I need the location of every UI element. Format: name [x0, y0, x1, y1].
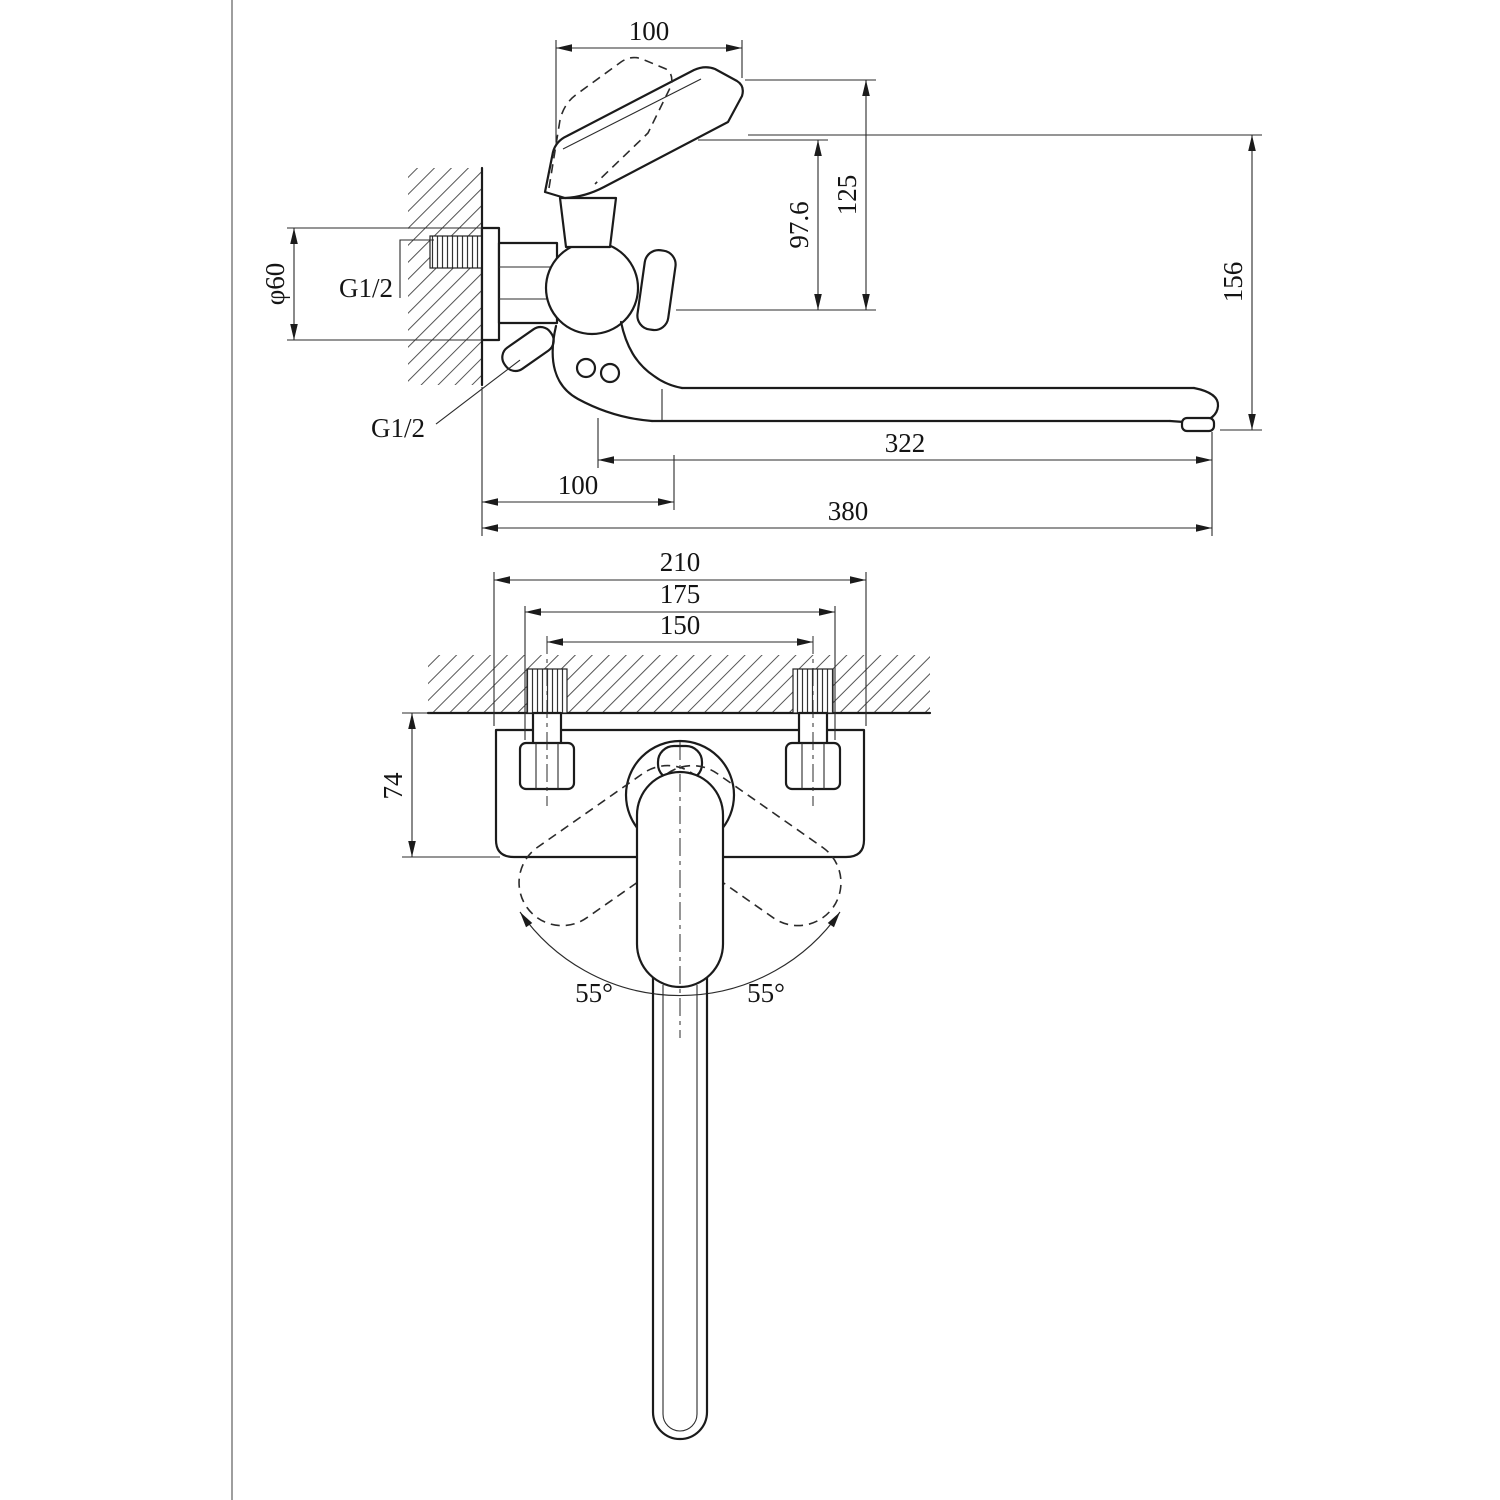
inlet-thread-side: [429, 235, 483, 269]
dim-label-overall-height: 156: [1218, 262, 1248, 303]
dim-label-wall-offset: 100: [558, 470, 599, 500]
dim-label-handle-length: 100: [629, 16, 670, 46]
spout-outlet: [1180, 416, 1216, 433]
wall-hatch-side: [408, 168, 482, 385]
valve-body: [544, 240, 640, 336]
swivel-ring: [575, 357, 597, 379]
inlet-neck-right: [797, 711, 829, 747]
swing-arc: [519, 911, 841, 996]
diverter-knob: [501, 325, 555, 373]
front-view: 55° 55° 210 175 150 74: [378, 547, 932, 1441]
dim-label-overall-reach: 380: [828, 496, 869, 526]
dim-label-spout-reach: 322: [885, 428, 926, 458]
dim-label-overall-width: 210: [660, 547, 701, 577]
swivel-ring: [599, 362, 621, 384]
spout-side: [551, 320, 1220, 433]
spout-front: [651, 970, 709, 1441]
dim-label-escutcheon-diameter: φ60: [260, 263, 290, 306]
wall-hatch-front: [428, 655, 930, 713]
label-outlet-thread: G1/2: [371, 413, 425, 443]
side-view: 100 97.6 125 156 φ60 G1/2: [260, 16, 1262, 536]
dim-label-inlet-spacing: 150: [660, 610, 701, 640]
body-neck: [558, 196, 618, 249]
dim-label-body-height: 97.6: [784, 201, 814, 248]
dim-label-nut-span: 175: [660, 579, 701, 609]
angle-label-right: 55°: [747, 978, 785, 1008]
escutcheon-flange: [480, 226, 501, 342]
dim-label-handle-height: 125: [832, 175, 862, 216]
side-dimensions: 100 97.6 125 156 φ60 G1/2: [260, 16, 1262, 536]
dim-label-body-depth: 74: [378, 772, 408, 800]
lever-handle-raised: [548, 56, 673, 189]
diverter-lever: [636, 249, 677, 332]
lever-handle: [543, 66, 744, 200]
label-inlet-thread: G1/2: [339, 273, 393, 303]
front-dimensions: 210 175 150 74: [378, 547, 867, 858]
angle-label-left: 55°: [575, 978, 613, 1008]
